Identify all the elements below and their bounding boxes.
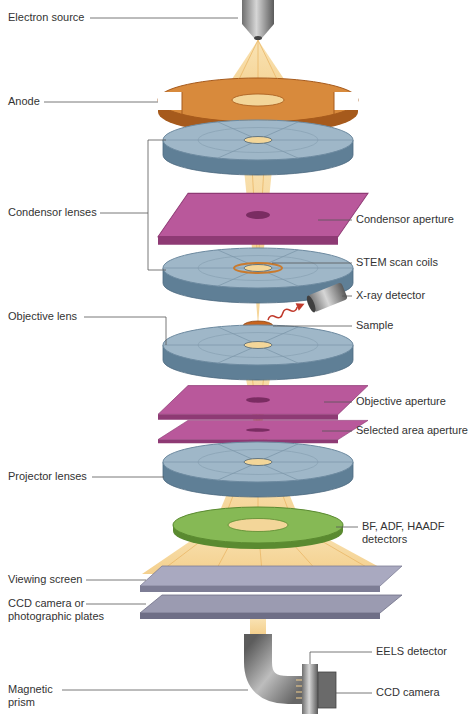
- callout-label: Selected area aperture: [356, 424, 474, 437]
- condensor-lens: [163, 120, 353, 175]
- selected-area-aperture: [158, 420, 368, 443]
- callout-label: STEM scan coils: [356, 256, 471, 269]
- eels-detector: [302, 664, 318, 714]
- callout-label: CCD camera or photographic plates: [8, 597, 118, 623]
- callout-label: EELS detector: [376, 645, 471, 658]
- callout-label: Condensor aperture: [356, 213, 471, 226]
- ccd-plates: [140, 595, 402, 619]
- x-ray-detector: [305, 282, 348, 313]
- ccd-camera: [318, 672, 336, 708]
- scan-coils: [234, 263, 282, 273]
- leader-lines: [44, 18, 372, 693]
- dispersed-beam: [296, 680, 302, 698]
- callout-label: Objective lens: [8, 310, 98, 323]
- callout-label: Projector lenses: [8, 470, 98, 483]
- viewing-screen: [140, 566, 402, 592]
- callout-label: BF, ADF, HAADF detectors: [362, 520, 462, 546]
- callout-label: X-ray detector: [356, 289, 471, 302]
- electron-source: [242, 0, 274, 40]
- x-ray-wave: [266, 300, 306, 324]
- objective-aperture: [158, 386, 368, 420]
- electron-beam: [142, 40, 392, 634]
- detector-ring: [173, 507, 343, 549]
- callout-label: Sample: [356, 319, 471, 332]
- callout-label: CCD camera: [376, 686, 471, 699]
- callout-label: Viewing screen: [8, 573, 98, 586]
- callout-label: Magnetic prism: [8, 683, 68, 709]
- callout-label: Anode: [8, 95, 48, 108]
- callout-label: Objective aperture: [356, 395, 471, 408]
- condensor-aperture: [158, 193, 368, 244]
- callout-label: Electron source: [8, 11, 98, 24]
- magnetic-prism: [258, 634, 302, 690]
- callout-label: Condensor lenses: [8, 206, 108, 219]
- objective-lens: [163, 325, 353, 380]
- projector-lens: [163, 442, 353, 497]
